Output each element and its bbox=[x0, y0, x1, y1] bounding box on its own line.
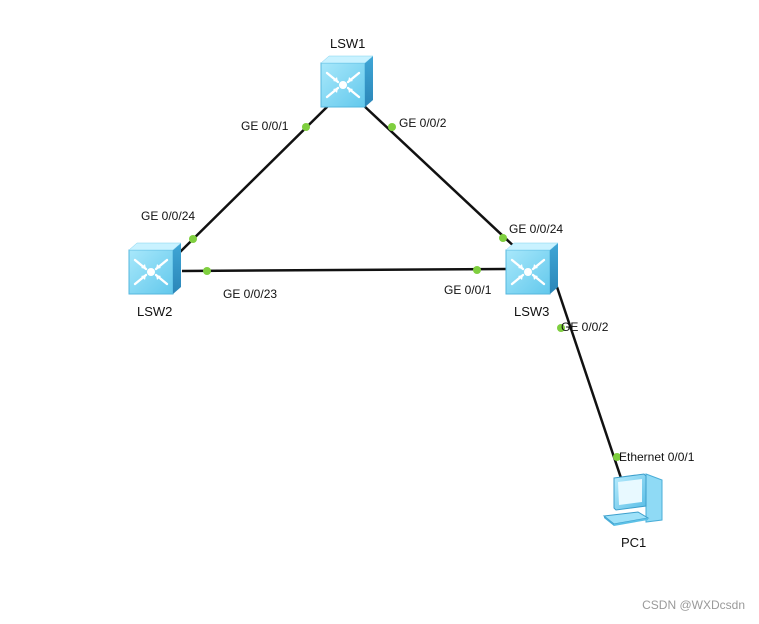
device-label-lsw1: LSW1 bbox=[330, 36, 366, 51]
device-label-lsw2: LSW2 bbox=[137, 304, 173, 319]
watermark-text: CSDN @WXDcsdn bbox=[642, 598, 745, 612]
port-dots bbox=[189, 123, 621, 461]
pc-icon[interactable] bbox=[602, 473, 663, 526]
port-label-lsw3-ge001: GE 0/0/1 bbox=[444, 283, 492, 297]
device-label-pc1: PC1 bbox=[621, 535, 647, 550]
port-dot-pc1-eth001[interactable] bbox=[613, 453, 621, 461]
port-dot-lsw1-ge001[interactable] bbox=[302, 123, 310, 131]
switch-icon[interactable] bbox=[319, 54, 375, 109]
link-lsw3-pc1[interactable] bbox=[555, 286, 625, 485]
port-dot-lsw3-ge002[interactable] bbox=[557, 324, 565, 332]
port-dot-lsw1-ge002[interactable] bbox=[388, 123, 396, 131]
port-dot-lsw2-ge0023[interactable] bbox=[203, 267, 211, 275]
link-lsw1-lsw3[interactable] bbox=[361, 103, 520, 252]
port-dot-lsw2-ge0024[interactable] bbox=[189, 235, 197, 243]
port-label-pc1-eth001: Ethernet 0/0/1 bbox=[619, 450, 695, 464]
switch-icon[interactable] bbox=[504, 241, 560, 296]
link-lsw2-lsw3[interactable] bbox=[181, 267, 507, 273]
port-dot-lsw3-ge001[interactable] bbox=[473, 266, 481, 274]
switch-icon[interactable] bbox=[127, 241, 183, 296]
port-label-lsw1-ge001: GE 0/0/1 bbox=[241, 119, 289, 133]
port-label-lsw3-ge002: GE 0/0/2 bbox=[561, 320, 609, 334]
device-label-lsw3: LSW3 bbox=[514, 304, 550, 319]
port-label-lsw3-ge0024: GE 0/0/24 bbox=[509, 222, 564, 236]
port-dot-lsw3-ge0024[interactable] bbox=[499, 234, 507, 242]
port-label-lsw2-ge0023: GE 0/0/23 bbox=[223, 287, 278, 301]
port-label-lsw1-ge002: GE 0/0/2 bbox=[399, 116, 447, 130]
port-label-lsw2-ge0024: GE 0/0/24 bbox=[141, 209, 196, 223]
